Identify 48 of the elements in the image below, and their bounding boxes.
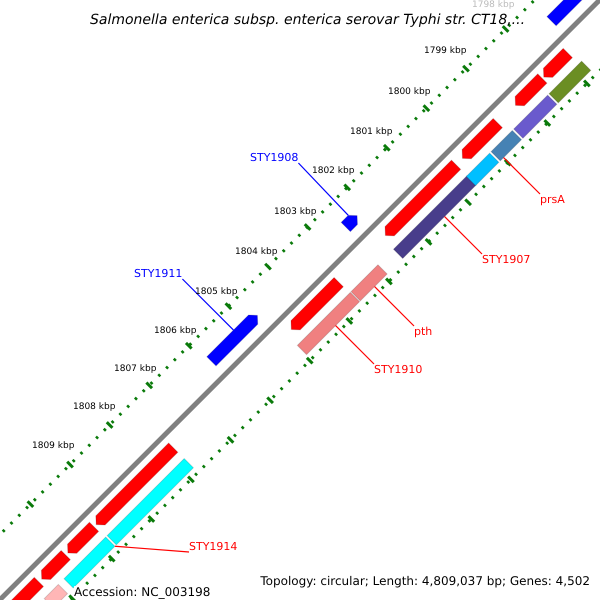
tick-label: 1800 kbp xyxy=(388,88,430,97)
tick-label: 1805 kbp xyxy=(195,288,238,297)
gene-bar xyxy=(43,584,68,600)
tick-label: 1799 kbp xyxy=(424,47,466,56)
tick-label: 1802 kbp xyxy=(312,167,354,176)
gene-bar xyxy=(490,130,522,162)
gene-label: pth xyxy=(414,326,432,337)
gene-feature xyxy=(67,522,100,554)
leader-line xyxy=(374,286,414,326)
tick-label: 1801 kbp xyxy=(350,128,392,137)
tick-label: 1809 kbp xyxy=(32,442,74,451)
gene-bar xyxy=(350,264,388,302)
gene-feature xyxy=(462,118,504,160)
tick-label: 1804 kbp xyxy=(235,248,278,257)
gene-bar xyxy=(296,292,360,356)
tick-label: 1806 kbp xyxy=(154,327,196,336)
leader-line xyxy=(503,157,540,194)
gene-feature xyxy=(542,48,574,78)
genome-info-text: Topology: circular; Length: 4,809,037 bp; Genes: 4,502 xyxy=(260,575,590,587)
gene-feature xyxy=(206,314,258,367)
leader-line xyxy=(444,216,482,254)
gene-label: prsA xyxy=(540,194,565,205)
leader-line xyxy=(114,546,190,553)
gene-label: STY1914 xyxy=(189,541,238,552)
title: Salmonella enterica subsp. enterica serovar Typhi str. CT18,... xyxy=(90,13,526,27)
gene-bar xyxy=(392,175,477,260)
tick-label: 1798 kbp xyxy=(472,1,514,10)
gene-bar xyxy=(548,60,592,104)
tick-label: 1808 kbp xyxy=(73,403,116,412)
gene-label: STY1911 xyxy=(134,268,182,279)
gene-label: STY1908 xyxy=(250,152,298,163)
leader-line xyxy=(335,325,374,364)
gene-feature xyxy=(340,214,358,232)
gene-bar xyxy=(513,94,558,139)
accession-text: Accession: NC_003198 xyxy=(74,586,210,598)
tick-label: 1807 kbp xyxy=(114,365,156,374)
leader-line xyxy=(298,162,349,216)
gene-label: STY1907 xyxy=(482,254,530,265)
tick-label: 1803 kbp xyxy=(274,208,316,217)
gene-feature xyxy=(290,276,344,330)
gene-label: STY1910 xyxy=(374,364,422,375)
gene-feature xyxy=(546,0,584,27)
gene-bar xyxy=(466,152,500,186)
gene-feature xyxy=(384,159,462,236)
gene-feature xyxy=(95,442,179,526)
gene-feature xyxy=(514,73,548,106)
gene-feature xyxy=(40,550,72,580)
leader-line xyxy=(182,278,234,330)
